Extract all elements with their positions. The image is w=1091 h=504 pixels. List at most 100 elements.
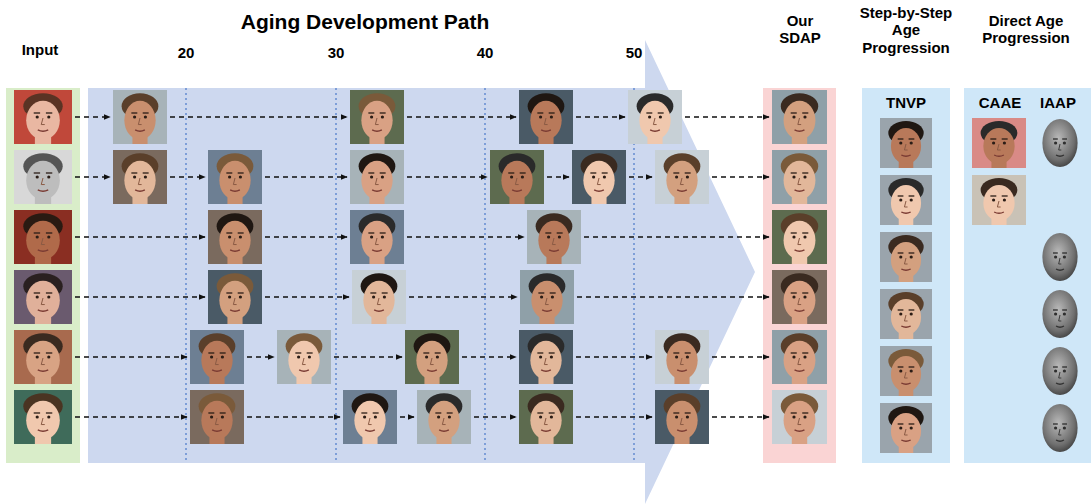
text-slot: 40	[465, 44, 505, 61]
face-photo	[208, 270, 262, 324]
dashed-arrow	[712, 416, 769, 417]
face-photo	[14, 330, 72, 384]
face-photo	[405, 330, 459, 384]
face-images	[14, 90, 1078, 453]
dashed-arrow	[576, 116, 625, 117]
arrow-outline	[88, 40, 755, 504]
face-photo	[972, 175, 1026, 225]
face-photo	[14, 150, 72, 204]
method-label: IAAP	[1027, 94, 1089, 111]
dashed-arrow	[75, 236, 205, 237]
input-panel: Input	[6, 88, 80, 463]
face-mask	[1042, 119, 1077, 167]
face-mask	[1042, 404, 1077, 452]
dashed-arrow	[265, 236, 347, 237]
face-photo	[880, 403, 932, 453]
dashed-arrow	[409, 296, 517, 297]
face-mask	[1042, 290, 1077, 338]
step-panel: Step-by-Step Age ProgressionTNVP	[862, 88, 950, 463]
dashed-arrow	[474, 416, 516, 417]
face-photo	[772, 390, 827, 444]
face-photo	[880, 289, 932, 339]
face-photo	[655, 390, 709, 444]
panel-heading: Step-by-Step Age Progression	[856, 4, 956, 56]
text-slot: CAAE	[969, 94, 1031, 111]
dashed-arrows	[75, 117, 769, 417]
age-gridline	[633, 88, 634, 463]
method-label: TNVP	[866, 94, 946, 111]
face-photo	[655, 150, 709, 204]
face-photo	[972, 118, 1026, 168]
face-photo	[772, 330, 827, 384]
face-photo	[880, 175, 932, 225]
dashed-arrow	[247, 356, 274, 357]
face-photo	[519, 390, 573, 444]
dashed-arrow	[265, 296, 349, 297]
face-photo	[490, 150, 544, 204]
dashed-arrow	[75, 116, 110, 117]
dashed-arrow	[629, 176, 652, 177]
face-photo	[352, 270, 406, 324]
face-photo	[350, 150, 404, 204]
dashed-arrow	[547, 176, 569, 177]
direct-panel: Direct Age ProgressionCAAEIAAP	[964, 88, 1091, 463]
face-photo	[113, 150, 167, 204]
dashed-arrow	[247, 416, 340, 417]
dashed-arrow	[265, 176, 347, 177]
panel-heading: Aging Development Path	[155, 10, 575, 34]
face-photo	[113, 90, 167, 144]
dashed-arrow	[407, 236, 524, 237]
face-photo	[628, 90, 682, 144]
face-photo	[343, 390, 397, 444]
face-photo	[880, 232, 932, 282]
face-photo	[14, 390, 72, 444]
dashed-arrow	[584, 236, 769, 237]
age-gridlines	[186, 88, 634, 463]
face-photo	[772, 150, 827, 204]
face-photo	[14, 270, 72, 324]
dashed-arrow	[407, 176, 487, 177]
dashed-arrow	[576, 416, 652, 417]
text-slot: Our SDAP	[770, 12, 830, 47]
face-photo	[417, 390, 471, 444]
dashed-arrow	[400, 416, 414, 417]
sdap-panel: Our SDAP	[763, 88, 836, 463]
text-slot: Input	[5, 41, 75, 58]
text-slot: Step-by-Step Age Progression	[856, 4, 956, 56]
face-photo	[350, 90, 404, 144]
text-slot: Aging Development Path	[155, 10, 575, 34]
dashed-arrow	[75, 296, 205, 297]
dashed-arrow	[577, 296, 769, 297]
dashed-arrow	[75, 416, 187, 417]
face-photo	[772, 210, 827, 264]
face-mask	[1042, 233, 1077, 281]
age-gridline	[185, 88, 186, 463]
dashed-arrow	[576, 356, 652, 357]
face-photo	[527, 210, 581, 264]
face-photo	[772, 270, 827, 324]
dashed-arrow	[170, 176, 205, 177]
age-tick: 20	[166, 44, 206, 61]
face-photo	[880, 118, 932, 168]
panel-heading: Input	[5, 41, 75, 58]
face-mask	[1042, 347, 1077, 395]
age-gridline	[335, 88, 336, 463]
face-photo	[208, 150, 262, 204]
face-photo	[277, 330, 331, 384]
text-slot: TNVP	[866, 94, 946, 111]
dashed-arrow	[75, 176, 110, 177]
dashed-arrow	[407, 116, 516, 117]
face-photo	[190, 390, 244, 444]
face-photo	[520, 270, 574, 324]
dashed-arrow	[334, 356, 402, 357]
dashed-arrow	[170, 116, 347, 117]
dashed-arrow	[462, 356, 516, 357]
face-photo	[14, 90, 72, 144]
face-photo	[572, 150, 626, 204]
age-tick: 30	[316, 44, 356, 61]
face-photo	[880, 346, 932, 396]
age-gridline	[484, 88, 485, 463]
